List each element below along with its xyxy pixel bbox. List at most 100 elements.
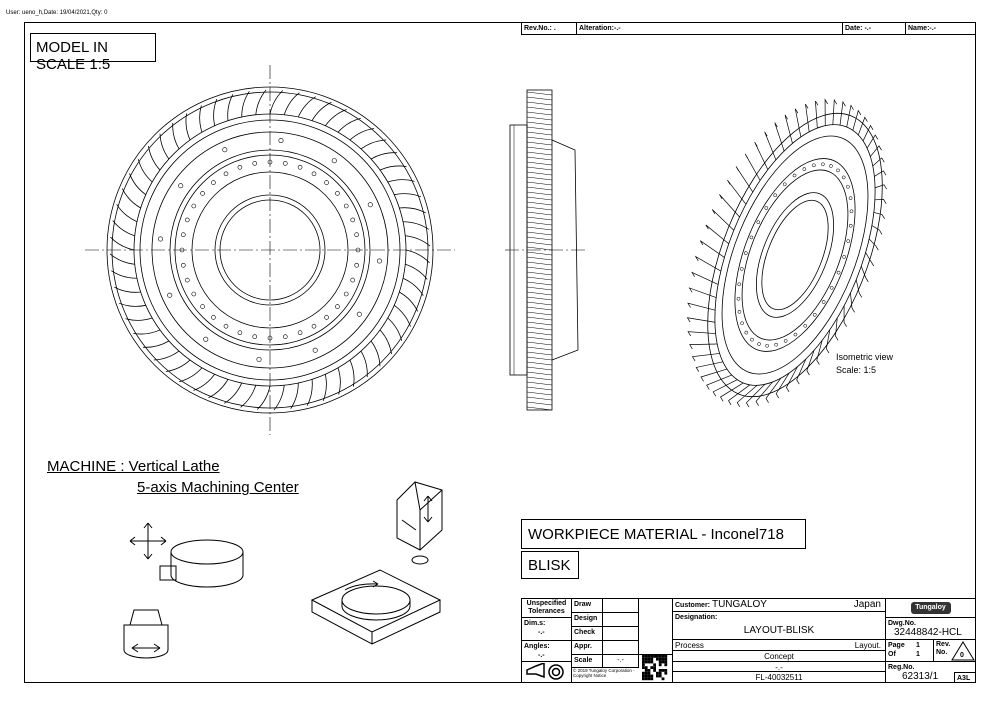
iso-bolt-hole [848,223,853,228]
logo-cell: Tungaloy [885,598,976,618]
qr-module [661,677,665,681]
iso-blade [868,238,879,251]
lathe-table-side [170,552,244,588]
blade-edge [526,171,553,176]
bolt-hole [335,304,340,309]
iso-blade [874,198,887,204]
iso-blade [694,255,722,272]
blade [337,367,341,395]
qr-module [650,666,654,669]
iso-blade [846,104,854,128]
blade-edge [526,226,553,231]
reg-number: 62313/1 [902,671,939,682]
isometric-label: Isometric view [836,352,894,362]
blade-edge [526,191,553,196]
rotation-arrow-icon [131,643,161,653]
check-label: Check [571,626,603,641]
blade [227,94,234,121]
iso-blade [874,184,887,190]
iso-blade [691,271,719,285]
iso-bolt-hole [821,162,825,167]
iso-bolt-hole [846,184,850,189]
iso-bolt-hole [765,343,769,348]
blade [405,235,431,247]
iso-bolt-hole [836,270,841,275]
qr-module [642,671,645,675]
front-circle [174,154,366,346]
blade-edge [526,361,553,366]
designation-value: LAYOUT-BLISK [743,625,815,636]
qr-module [658,669,662,672]
qr-module [661,657,665,661]
qr-module [642,655,645,658]
tolerances-cell: Unspecified Tolerances [521,598,572,618]
fl-number: FL-40032511 [672,671,886,683]
blade [125,317,153,321]
front-circle [169,149,371,351]
bolt-hole [324,315,329,320]
qr-module [644,655,648,658]
iso-blade [866,134,879,149]
blade-edge [526,176,553,181]
blade [111,270,137,279]
bolt-hole [282,334,288,339]
iso-blade [796,358,807,385]
blade [185,113,191,141]
iso-bolt-hole [783,339,788,343]
bolt-hole [252,161,258,166]
blade [255,89,267,115]
blade-edge [526,216,553,221]
iso-blade [686,317,715,323]
iso-blade [720,382,744,402]
qr-module [656,671,659,675]
blade [349,359,355,387]
blade-edge [526,206,553,211]
draw-value [602,598,639,613]
iso-blade [736,385,758,407]
spindle-arrows-icon [401,495,433,531]
blade-edge [526,141,553,146]
blade [172,122,180,150]
blank-sign-cell [638,598,673,655]
blade [387,179,415,183]
rotary-table [341,585,411,615]
iso-blade [874,170,887,177]
rev-value: 0 [960,652,964,659]
iso-blade [839,100,846,126]
name-cell: Name:-.- [905,22,976,35]
blade-edge [526,156,553,161]
locating-hole [376,258,382,264]
blade [379,329,392,355]
blade [110,236,135,251]
iso-bolt-hole [849,209,854,214]
blade [213,98,218,126]
bolt-hole [355,247,361,253]
blade [387,317,403,341]
blade [273,385,285,411]
locating-hole [256,356,262,362]
iso-blade [719,194,740,218]
bolt-hole [211,315,216,320]
qr-module [664,669,668,672]
qr-module [661,655,665,658]
blade-edge [526,256,553,261]
blade-edge [526,356,553,361]
iso-ellipse [755,192,835,318]
qr-module [644,677,648,681]
blade-edge [526,366,553,371]
iso-blade [843,305,847,327]
iso-ellipse [734,158,856,352]
blade-edge [526,131,553,136]
iso-blade [872,157,885,167]
bolt-hole [185,217,190,223]
blade-edge [526,391,553,396]
qr-module [656,655,659,658]
sheet-format: A3L [954,672,976,683]
blade-edge [526,266,553,271]
blade-edge [526,196,553,201]
blade [109,253,135,265]
qr-module [650,660,654,664]
blade [153,350,180,361]
blade-edge [526,231,553,236]
